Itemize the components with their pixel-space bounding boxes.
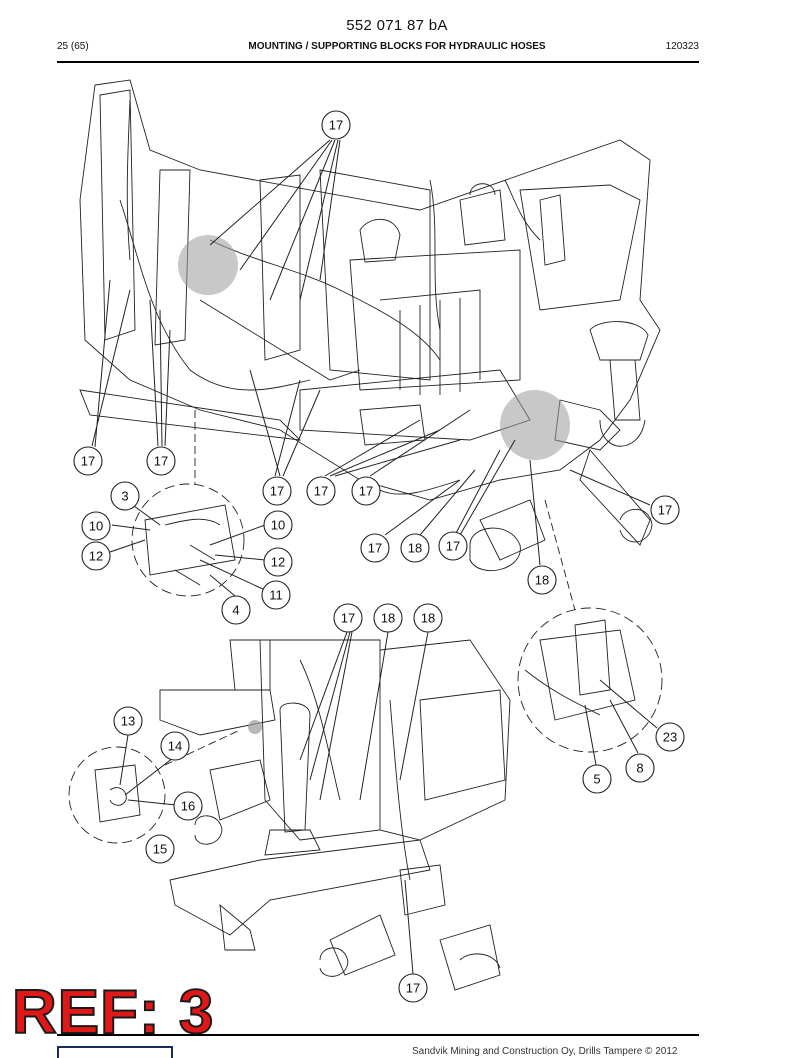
callout-c29: 17	[398, 973, 428, 1003]
page-number: 25 (65)	[57, 41, 89, 52]
callout-c7: 3	[110, 481, 140, 511]
svg-text:10: 10	[89, 519, 103, 534]
svg-text:3: 3	[121, 489, 128, 504]
callout-c16: 17	[438, 531, 468, 561]
svg-text:5: 5	[593, 772, 600, 787]
callout-c13: 4	[221, 595, 251, 625]
callout-c19: 17	[333, 603, 363, 633]
svg-text:17: 17	[314, 484, 328, 499]
svg-text:17: 17	[329, 118, 343, 133]
callout-c20: 18	[373, 603, 403, 633]
leader-lines	[91, 139, 658, 975]
callout-c25: 13	[113, 706, 143, 736]
svg-text:13: 13	[121, 714, 135, 729]
document-number: 552 071 87 bA	[346, 17, 448, 34]
svg-text:10: 10	[271, 518, 285, 533]
callout-group: 17 17 17 17 17 17 3 10 12 10 12 11 4 17 …	[73, 110, 685, 1003]
svg-text:17: 17	[658, 503, 672, 518]
svg-text:17: 17	[359, 484, 373, 499]
brand-logo-partial	[57, 1046, 173, 1058]
highlight-zone-left	[178, 235, 238, 295]
svg-text:17: 17	[406, 981, 420, 996]
highlight-zone-lower	[248, 720, 262, 734]
svg-text:12: 12	[89, 549, 103, 564]
callout-c8: 10	[81, 511, 111, 541]
highlight-zone-right	[500, 390, 570, 460]
svg-text:15: 15	[153, 842, 167, 857]
drawing-linework	[68, 79, 663, 991]
callout-c28: 15	[145, 834, 175, 864]
callout-c17: 17	[650, 495, 680, 525]
footer-rule	[57, 1034, 699, 1036]
callout-c21: 18	[413, 603, 443, 633]
svg-text:11: 11	[269, 588, 283, 603]
svg-text:18: 18	[381, 611, 395, 626]
svg-text:16: 16	[181, 799, 195, 814]
svg-text:17: 17	[446, 539, 460, 554]
callout-c9: 12	[81, 541, 111, 571]
callout-c5: 17	[306, 476, 336, 506]
svg-text:17: 17	[368, 541, 382, 556]
callout-c24: 5	[582, 764, 612, 794]
callout-c11: 12	[263, 547, 293, 577]
svg-text:17: 17	[341, 611, 355, 626]
svg-text:17: 17	[270, 484, 284, 499]
callout-c12: 11	[261, 580, 291, 610]
ref-stamp: REF: 3	[11, 978, 215, 1047]
highlight-zones	[178, 235, 570, 734]
header-rule	[57, 61, 699, 63]
svg-text:17: 17	[154, 454, 168, 469]
callout-c27: 16	[173, 791, 203, 821]
callout-c22: 23	[655, 722, 685, 752]
svg-text:23: 23	[663, 730, 677, 745]
callout-c6: 17	[351, 476, 381, 506]
callout-c4: 17	[262, 476, 292, 506]
callout-c1: 17	[321, 110, 351, 140]
callout-c15: 18	[400, 533, 430, 563]
svg-text:18: 18	[421, 611, 435, 626]
svg-text:18: 18	[408, 541, 422, 556]
svg-text:12: 12	[271, 555, 285, 570]
svg-text:18: 18	[535, 573, 549, 588]
callout-c14: 17	[360, 533, 390, 563]
page-title: MOUNTING / SUPPORTING BLOCKS FOR HYDRAUL…	[248, 41, 546, 52]
svg-text:17: 17	[81, 454, 95, 469]
callout-c10: 10	[263, 510, 293, 540]
callout-c3: 17	[146, 446, 176, 476]
footer-copyright: Sandvik Mining and Construction Oy, Dril…	[412, 1046, 678, 1057]
svg-text:14: 14	[168, 739, 182, 754]
date-code: 120323	[665, 41, 699, 52]
svg-text:8: 8	[636, 761, 643, 776]
svg-text:4: 4	[232, 603, 239, 618]
callout-c2: 17	[73, 446, 103, 476]
callout-c26: 14	[160, 731, 190, 761]
callout-c23: 8	[625, 753, 655, 783]
callout-c18: 18	[527, 565, 557, 595]
